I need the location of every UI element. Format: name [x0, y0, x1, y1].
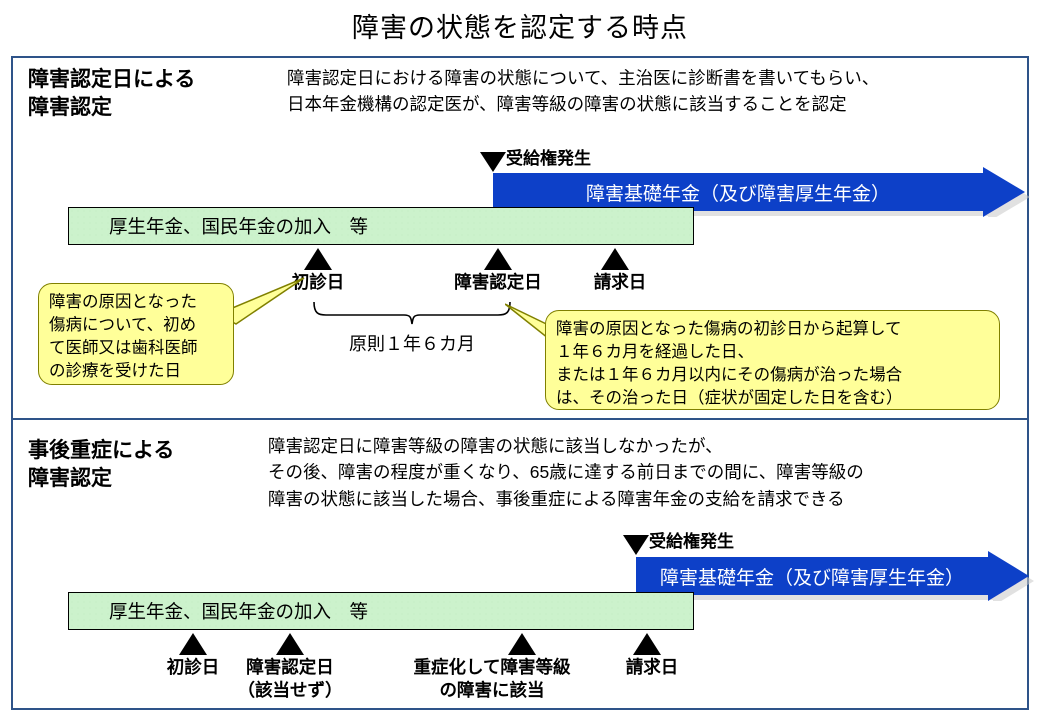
- marker-label-seikyubi-1: 請求日: [593, 272, 647, 292]
- diagram-frame: [11, 56, 1029, 710]
- duration-brace: [312, 300, 512, 331]
- marker-label-worsened: 重症化して障害等級 の障害に該当: [413, 657, 571, 700]
- enrollment-bar-2-label: 厚生年金、国民年金の加入 等: [109, 601, 369, 622]
- pension-arrow-1-shape: [493, 167, 1025, 217]
- down-triangle-icon: [480, 152, 506, 172]
- section-2-heading: 事後重症による 障害認定: [28, 439, 175, 491]
- section-2-description: 障害認定日に障害等級の障害の状態に該当しなかったが、 その後、障害の程度が重くな…: [268, 436, 864, 509]
- enrollment-bar-1: 厚生年金、国民年金の加入 等: [68, 207, 694, 245]
- section-1-heading: 障害認定日による 障害認定: [28, 68, 196, 120]
- pension-arrow-2: 障害基礎年金（及び障害厚生年金）: [636, 551, 1034, 601]
- pension-arrow-2-shape: [636, 551, 1029, 601]
- marker-label-seikyubi-2: 請求日: [625, 657, 679, 677]
- duration-brace-label: 原則１年６カ月: [349, 334, 475, 354]
- marker-triangle-icon: [633, 633, 661, 655]
- callout-first-visit-definition: 障害の原因となった 傷病について、初め て医師又は歯科医師 の診療を受けた日: [38, 283, 234, 385]
- marker-triangle-icon: [508, 633, 536, 655]
- marker-label-ninteibi-1: 障害認定日: [454, 272, 542, 292]
- entitlement-marker-1-label: 受給権発生: [506, 149, 591, 168]
- marker-label-ninteibi-2: 障害認定日 （該当せず）: [237, 657, 343, 700]
- entitlement-marker-2-label: 受給権発生: [649, 532, 734, 551]
- marker-triangle-icon: [484, 248, 512, 270]
- enrollment-bar-2: 厚生年金、国民年金の加入 等: [68, 592, 694, 630]
- section-divider: [11, 418, 1029, 420]
- enrollment-bar-1-label: 厚生年金、国民年金の加入 等: [109, 216, 369, 237]
- marker-triangle-icon: [304, 248, 332, 270]
- duration-brace-shape: [313, 301, 511, 325]
- marker-triangle-icon: [601, 248, 629, 270]
- section-1-description: 障害認定日における障害の状態について、主治医に診断書を書いてもらい、 日本年金機…: [287, 68, 880, 115]
- callout-certification-date-definition: 障害の原因となった傷病の初診日から起算して １年６カ月を経過した日、 または１年…: [545, 310, 1000, 410]
- marker-label-shoshinbi-2: 初診日: [166, 657, 220, 677]
- marker-label-shoshinbi-1: 初診日: [291, 272, 345, 292]
- page-title: 障害の状態を認定する時点: [352, 13, 688, 43]
- marker-triangle-icon: [276, 633, 304, 655]
- down-triangle-icon: [623, 535, 649, 555]
- marker-triangle-icon: [179, 633, 207, 655]
